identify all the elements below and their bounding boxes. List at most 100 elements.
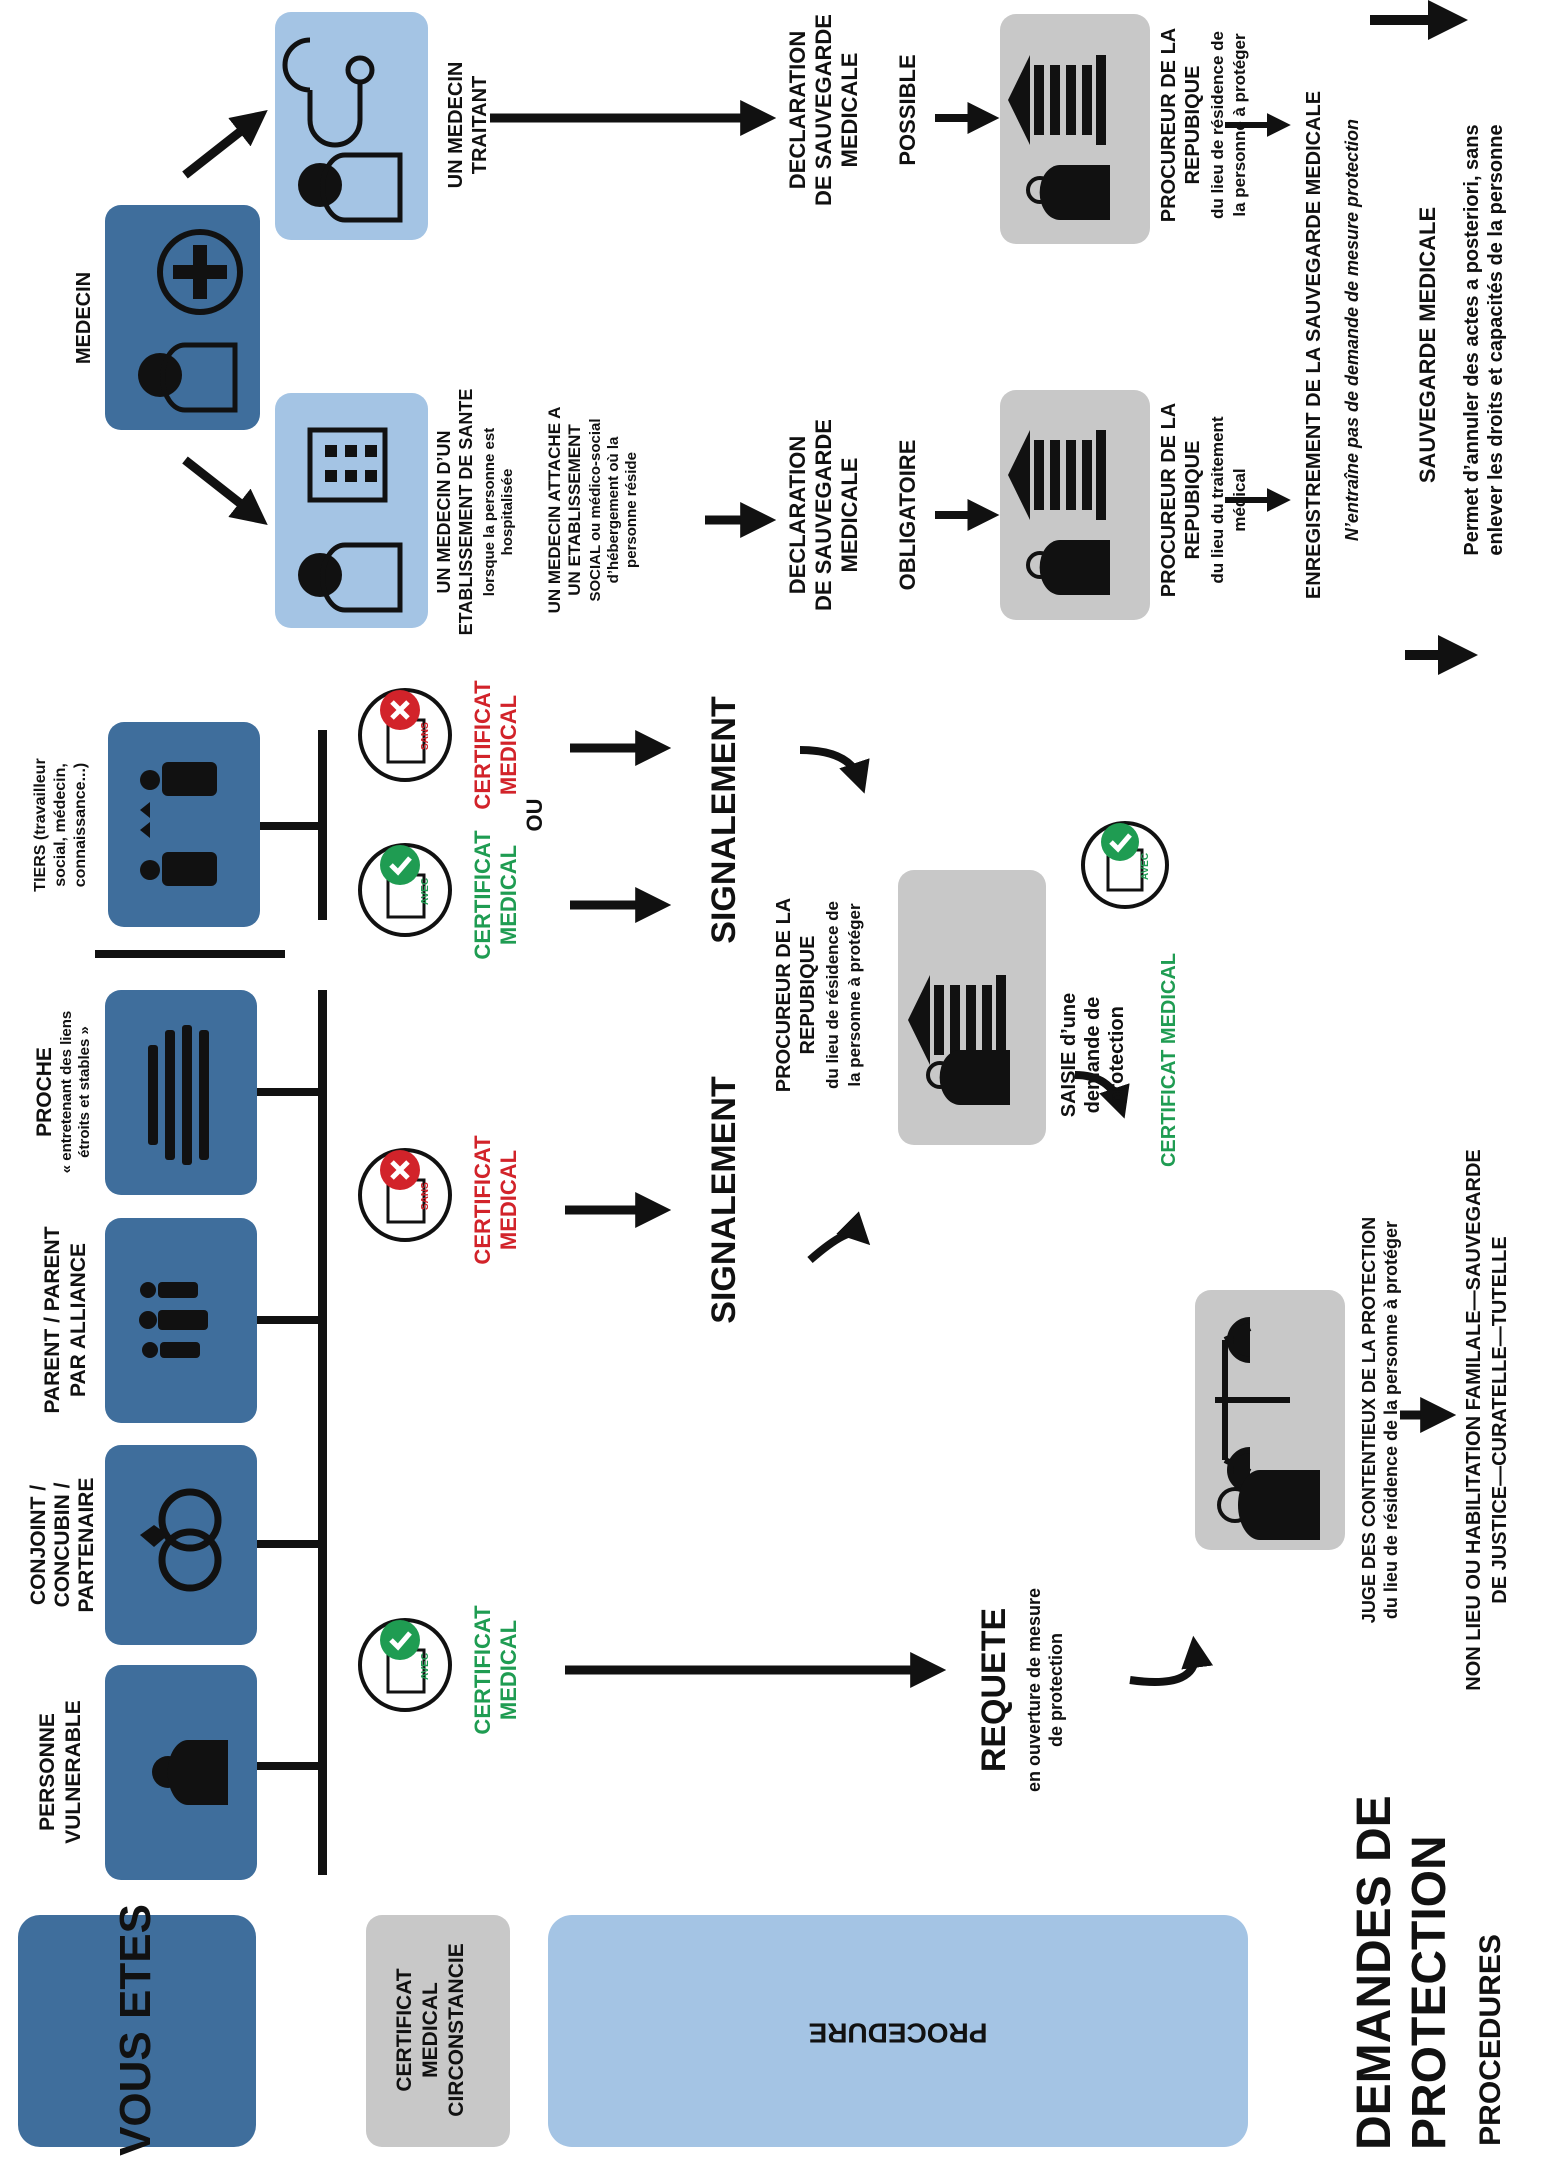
saisie-certificat: CERTIFICAT MEDICAL <box>1158 953 1180 1167</box>
title-line2: PROTECTION <box>1403 1835 1456 2150</box>
cert-circ-line2: MEDICAL <box>419 1982 442 2078</box>
social-line3: SOCIAL ou médico-social <box>587 418 604 601</box>
decl-possible-3: MEDICALE <box>837 53 862 168</box>
scales-icon <box>1215 1317 1290 1493</box>
hospital-icon <box>307 427 388 503</box>
curve-arrow-to-juge-1 <box>1074 1071 1130 1119</box>
sans-label-1: SANS <box>420 1182 431 1210</box>
cert-med-avec-2b: MEDICAL <box>496 845 521 945</box>
cert-circ-line1: CERTIFICAT <box>393 1968 416 2091</box>
connector-conjoint <box>257 1540 319 1548</box>
family-icon <box>139 1282 208 1358</box>
etab-line2: ETABLISSEMENT DE SANTE <box>456 389 476 636</box>
requete-label: REQUETE <box>975 1608 1013 1772</box>
person-icon <box>152 1740 228 1805</box>
doctor-icon <box>138 342 238 413</box>
proche-line3: étroits et stables » <box>76 1026 93 1158</box>
proc-top-1: PROCUREUR DE LA <box>1158 28 1180 222</box>
tiers-bus-line <box>318 730 327 920</box>
judge-icon <box>1217 1470 1320 1540</box>
social-line4: d’hébergement où la <box>605 436 622 583</box>
certificate-sans-badge-1: SANS <box>358 1148 452 1242</box>
proche-box <box>105 990 257 1195</box>
courthouse-icon <box>1008 55 1106 145</box>
signalement-label-1: SIGNALEMENT <box>705 1076 743 1324</box>
ou-label: OU <box>522 799 547 832</box>
permet-line2: enlever les droits et capacités de la pe… <box>1485 124 1507 555</box>
rings-icon <box>140 1488 222 1592</box>
sauvegarde-label: SAUVEGARDE MEDICALE <box>1415 207 1440 483</box>
doctor-icon <box>298 542 403 613</box>
avec-label-2: AVEC <box>420 878 431 905</box>
etab-line3: lorsque la personne est <box>481 428 498 596</box>
proc-center-1: PROCUREUR DE LA <box>773 898 795 1092</box>
vous-etes-label: VOUS ETES <box>111 1904 160 2156</box>
decl-oblig-2: DE SAUVEGARDE <box>811 419 836 611</box>
certificate-sans-badge-2: SANS <box>358 688 452 782</box>
saisie-2: demande de <box>1082 997 1104 1114</box>
connector-tiers <box>260 822 320 830</box>
decl-possible-2: DE SAUVEGARDE <box>811 14 836 206</box>
doctor-icon <box>298 152 403 223</box>
check-icon <box>389 1631 412 1651</box>
courthouse-icon <box>1008 430 1106 520</box>
tiers-line3: connaissance...) <box>72 763 89 888</box>
signalement-label-2: SIGNALEMENT <box>705 696 743 944</box>
possible-label: POSSIBLE <box>895 54 920 165</box>
proc-bottom-2: REPUBIQUE <box>1182 441 1204 560</box>
personne-line2: VULNERABLE <box>62 1700 85 1844</box>
conjoint-line1: CONJOINT / <box>27 1485 50 1605</box>
curve-arrow-signalement-2 <box>799 746 870 794</box>
group-icon <box>148 1025 209 1165</box>
proc-bottom-1: PROCUREUR DE LA <box>1158 403 1180 597</box>
requete-sub2: de protection <box>1046 1633 1066 1747</box>
obligatoire-label: OBLIGATOIRE <box>895 440 920 591</box>
certificate-avec-badge-2: AVEC <box>358 843 452 937</box>
cert-med-sans-2b: MEDICAL <box>496 695 521 795</box>
certificat-circonstancie-box <box>366 1915 510 2147</box>
medical-cross-icon <box>157 229 243 315</box>
connector-parent <box>257 1316 319 1324</box>
arrow-to-traitant <box>182 109 268 179</box>
actors-bus-line <box>318 990 327 1875</box>
cert-med-avec-1a: CERTIFICAT <box>470 1605 495 1735</box>
cert-med-avec-2a: CERTIFICAT <box>470 830 495 960</box>
requete-sub1: en ouverture de mesure <box>1024 1588 1044 1792</box>
procedure-label: PROCEDURE <box>809 2018 988 2049</box>
cert-circ-line3: CIRCONSTANCIE <box>445 1943 468 2116</box>
two-persons-icon <box>140 762 217 886</box>
check-icon <box>1109 833 1132 853</box>
etab-line1: UN MEDECIN D’UN <box>434 430 454 593</box>
curve-arrow-signalement-1 <box>807 1211 871 1264</box>
medecin-traitant-box <box>275 12 428 240</box>
juge-line2: du lieu de résidence de la personne à pr… <box>1381 1221 1401 1619</box>
etab-line4: hospitalisée <box>499 469 516 556</box>
curve-arrow-to-juge-2 <box>1129 1635 1214 1686</box>
avec-label-1: AVEC <box>420 1653 431 1680</box>
avec-label-3: AVEC <box>1140 853 1151 880</box>
permet-line1: Permet d’annuler des actes a posteriori,… <box>1461 124 1483 555</box>
title-line1: DEMANDES DE <box>1348 1795 1401 2150</box>
decl-oblig-3: MEDICALE <box>837 458 862 573</box>
n-entraine-label: N’entraîne pas de demande de mesure prot… <box>1342 119 1362 541</box>
conjoint-line3: PARTENAIRE <box>75 1478 98 1613</box>
certificate-avec-badge-1: AVEC <box>358 1618 452 1712</box>
issue-line2: DE JUSTICE—CURATELLE—TUTELLE <box>1489 1236 1511 1603</box>
proc-center-2: REPUBIQUE <box>797 936 819 1055</box>
prosecutor-icon <box>1026 540 1110 595</box>
social-line5: personne réside <box>623 452 640 568</box>
tiers-line2: social, médecin, <box>52 763 69 887</box>
parent-line2: PAR ALLIANCE <box>67 1243 90 1397</box>
cert-med-sans-1b: MEDICAL <box>496 1150 521 1250</box>
cert-med-sans-2a: CERTIFICAT <box>470 680 495 810</box>
connector-personne <box>257 1762 319 1770</box>
prosecutor-icon <box>1026 165 1110 220</box>
parent-line1: PARENT / PARENT <box>41 1226 64 1413</box>
proche-line1: PROCHE <box>33 1047 56 1137</box>
separator-bar <box>95 950 285 958</box>
proc-center-4: la personne à protéger <box>845 903 864 1087</box>
decl-possible-1: DECLARATION <box>785 31 810 189</box>
stethoscope-icon <box>282 37 375 148</box>
proc-top-3: du lieu de résidence de <box>1208 31 1227 219</box>
